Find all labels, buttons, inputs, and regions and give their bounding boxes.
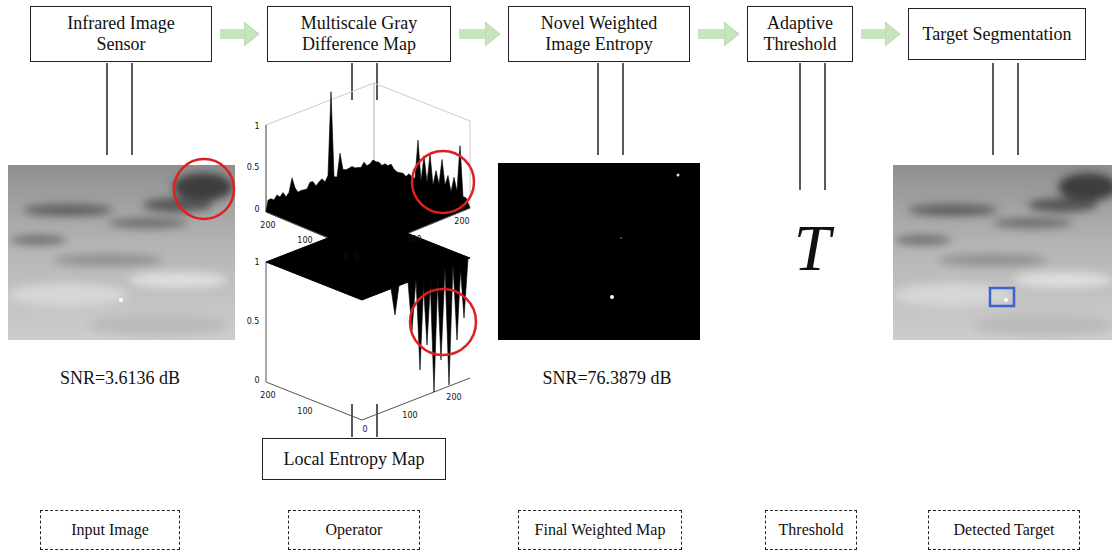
target-box (990, 288, 1014, 306)
stage-label-box: Threshold (765, 510, 857, 550)
input-infrared-image (8, 159, 235, 340)
flow-arrow (861, 29, 885, 39)
residual-dot (677, 174, 680, 177)
axis-tick: 0 (254, 377, 259, 386)
link-line (376, 404, 378, 437)
final-weighted-map-image (498, 163, 700, 340)
link-line (799, 63, 801, 190)
box-text: Target Segmentation (923, 24, 1072, 45)
axis-tick: 100 (297, 237, 312, 246)
stage-label-box: Operator (288, 510, 420, 550)
axis-tick: 0.5 (247, 318, 260, 327)
process-box: Adaptive Threshold (747, 6, 853, 62)
link-line (597, 63, 599, 155)
snr-value: SNR=76.3879 dB (542, 369, 671, 389)
plot-spike (423, 273, 431, 345)
plot-spike (453, 262, 461, 341)
plot-spike (437, 268, 445, 360)
plot-axis (266, 125, 267, 212)
link-line (351, 63, 353, 100)
box-text: Infrared Image Sensor (46, 13, 196, 54)
box-text: Detected Target (954, 521, 1055, 539)
residual-dot (620, 237, 622, 239)
axis-tick: 200 (446, 394, 461, 403)
red-circle (174, 159, 234, 219)
stage-label-box: Input Image (40, 510, 180, 550)
axis-tick: 100 (297, 408, 312, 417)
red-circle (410, 289, 476, 355)
axis-tick: 200 (454, 218, 469, 227)
snr-value: SNR=3.6136 dB (60, 369, 180, 389)
box-text: Threshold (779, 521, 844, 539)
stage-label-box: Detected Target (928, 510, 1080, 550)
link-line (992, 63, 994, 155)
link-line (376, 63, 378, 100)
box-text: Novel Weighted Image Entropy (529, 13, 669, 54)
axis-tick: 0 (362, 426, 367, 435)
plot-axis (266, 262, 267, 382)
process-box: Local Entropy Map (262, 438, 446, 480)
link-line (106, 63, 108, 155)
black-map (498, 163, 700, 340)
stage-label-box: Final Weighted Map (518, 510, 682, 550)
process-box: Infrared Image Sensor (30, 6, 212, 62)
link-line (824, 63, 826, 190)
box-text: Input Image (71, 521, 149, 539)
infrared-image (8, 165, 235, 340)
process-box: Novel Weighted Image Entropy (508, 6, 690, 62)
box-text: Adaptive Threshold (755, 13, 845, 54)
flow-arrow (698, 29, 724, 39)
box-text: Operator (326, 521, 383, 539)
axis-tick: 100 (402, 412, 417, 421)
red-circle (412, 151, 474, 213)
axis-tick: 1 (254, 123, 259, 132)
detected-target-image (893, 165, 1112, 340)
link-line (1017, 63, 1019, 155)
flow-arrow (220, 29, 244, 39)
process-box: Target Segmentation (908, 8, 1086, 60)
threshold-symbol: T (794, 212, 831, 285)
box-text: Local Entropy Map (284, 449, 425, 470)
plot-spike (460, 259, 468, 318)
process-box: Multiscale Gray Difference Map (267, 6, 451, 62)
link-line (622, 63, 624, 155)
box-text: Final Weighted Map (535, 521, 666, 539)
infrared-image (893, 165, 1112, 340)
box-text: Multiscale Gray Difference Map (284, 13, 434, 54)
link-line (351, 404, 353, 437)
link-line (131, 63, 133, 155)
axis-tick: 0.5 (247, 164, 260, 173)
axis-tick: 0 (354, 254, 359, 263)
axis-tick: 0 (254, 206, 259, 215)
axis-tick: 1 (254, 259, 259, 268)
axis-tick: 200 (260, 392, 275, 401)
flow-arrow (459, 29, 485, 39)
local-entropy-plot (266, 220, 476, 420)
plot-spike (445, 265, 453, 385)
axis-tick: 100 (406, 236, 421, 245)
target-dot (610, 295, 614, 299)
axis-tick: 0 (343, 254, 348, 263)
double-lines (107, 63, 1018, 437)
plot-spike (391, 286, 399, 315)
plot-axis (266, 378, 470, 420)
axis-tick: 200 (260, 222, 275, 231)
plot-spike (416, 276, 424, 370)
